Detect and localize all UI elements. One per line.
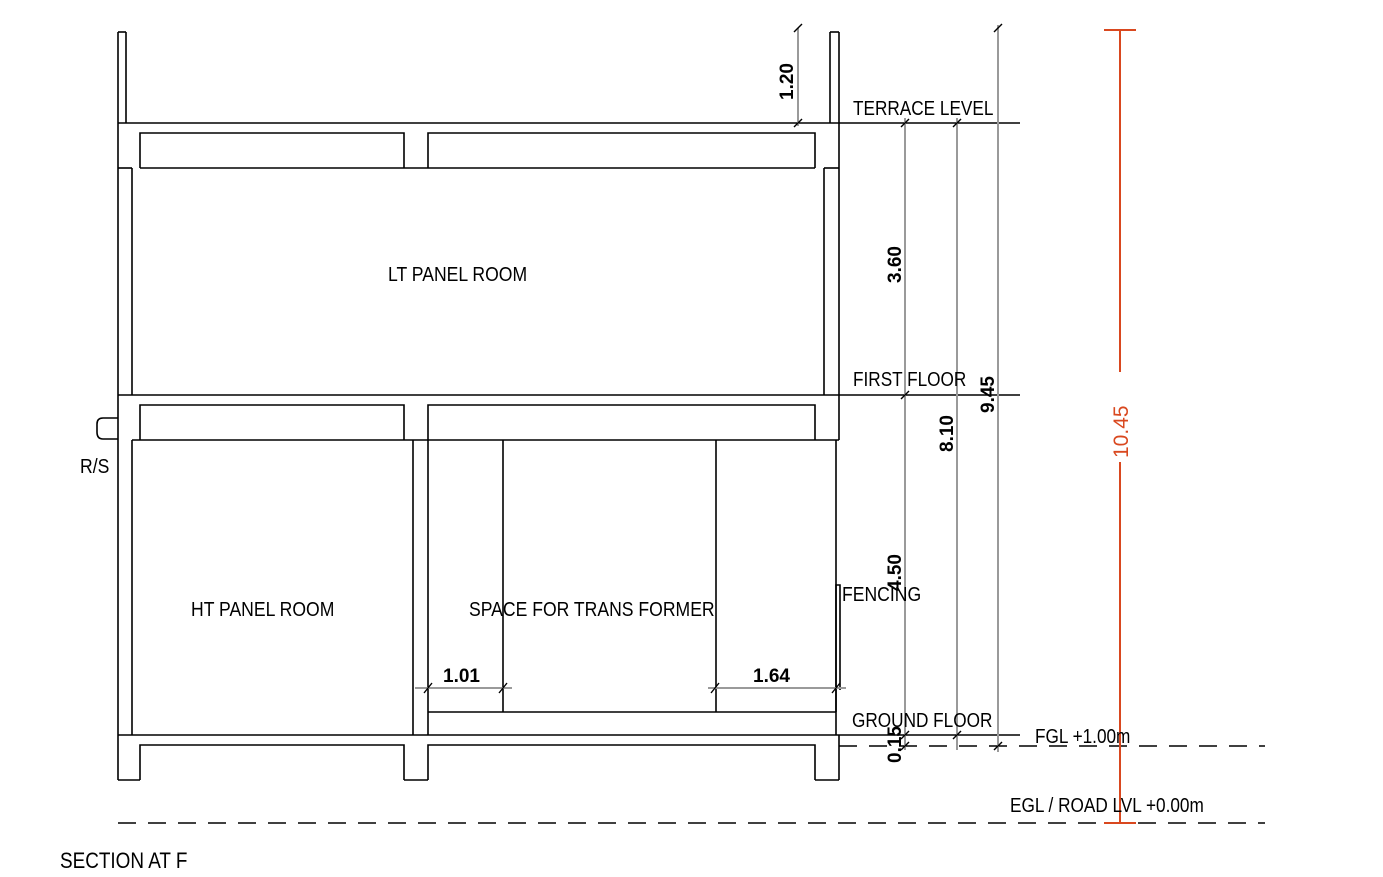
dimension-lines (415, 23, 1136, 824)
rs-label: R/S (80, 455, 109, 477)
dim-left-gap: 1.01 (443, 666, 480, 687)
level-labels: TERRACE LEVEL FIRST FLOOR GROUND FLOOR F… (852, 97, 1204, 817)
fgl-label: FGL +1.00m (1035, 725, 1130, 748)
room-labels: LT PANEL ROOM HT PANEL ROOM SPACE FOR TR… (191, 263, 715, 620)
dim-fgl-to-parapet: 9.45 (978, 376, 999, 413)
fencing-label: FENCING (842, 583, 921, 605)
dim-first-to-terrace: 3.60 (885, 246, 906, 283)
transformer-space-label: SPACE FOR TRANS FORMER (469, 598, 715, 620)
dim-ground-to-terrace: 8.10 (937, 415, 958, 452)
dimension-labels: 1.20 3.60 4.50 0.15 8.10 9.45 1.01 1.64 … (443, 63, 1133, 763)
lt-panel-room-label: LT PANEL ROOM (388, 263, 527, 285)
misc-labels: R/S FENCING SECTION AT F (60, 455, 921, 873)
egl-label: EGL / ROAD LVL +0.00m (1010, 794, 1204, 817)
dim-ground-to-first: 4.50 (885, 554, 906, 591)
dim-plinth: 0.15 (885, 726, 906, 763)
dim-right-gap: 1.64 (753, 666, 790, 687)
first-floor-label: FIRST FLOOR (853, 368, 966, 391)
dim-parapet: 1.20 (777, 63, 798, 100)
ht-panel-room-label: HT PANEL ROOM (191, 598, 334, 620)
ground-floor-label: GROUND FLOOR (852, 709, 992, 732)
terrace-level-label: TERRACE LEVEL (853, 97, 993, 120)
section-title: SECTION AT F (60, 849, 187, 874)
dim-total: 10.45 (1110, 405, 1133, 458)
level-lines (118, 122, 1265, 824)
building-structure (96, 31, 841, 781)
